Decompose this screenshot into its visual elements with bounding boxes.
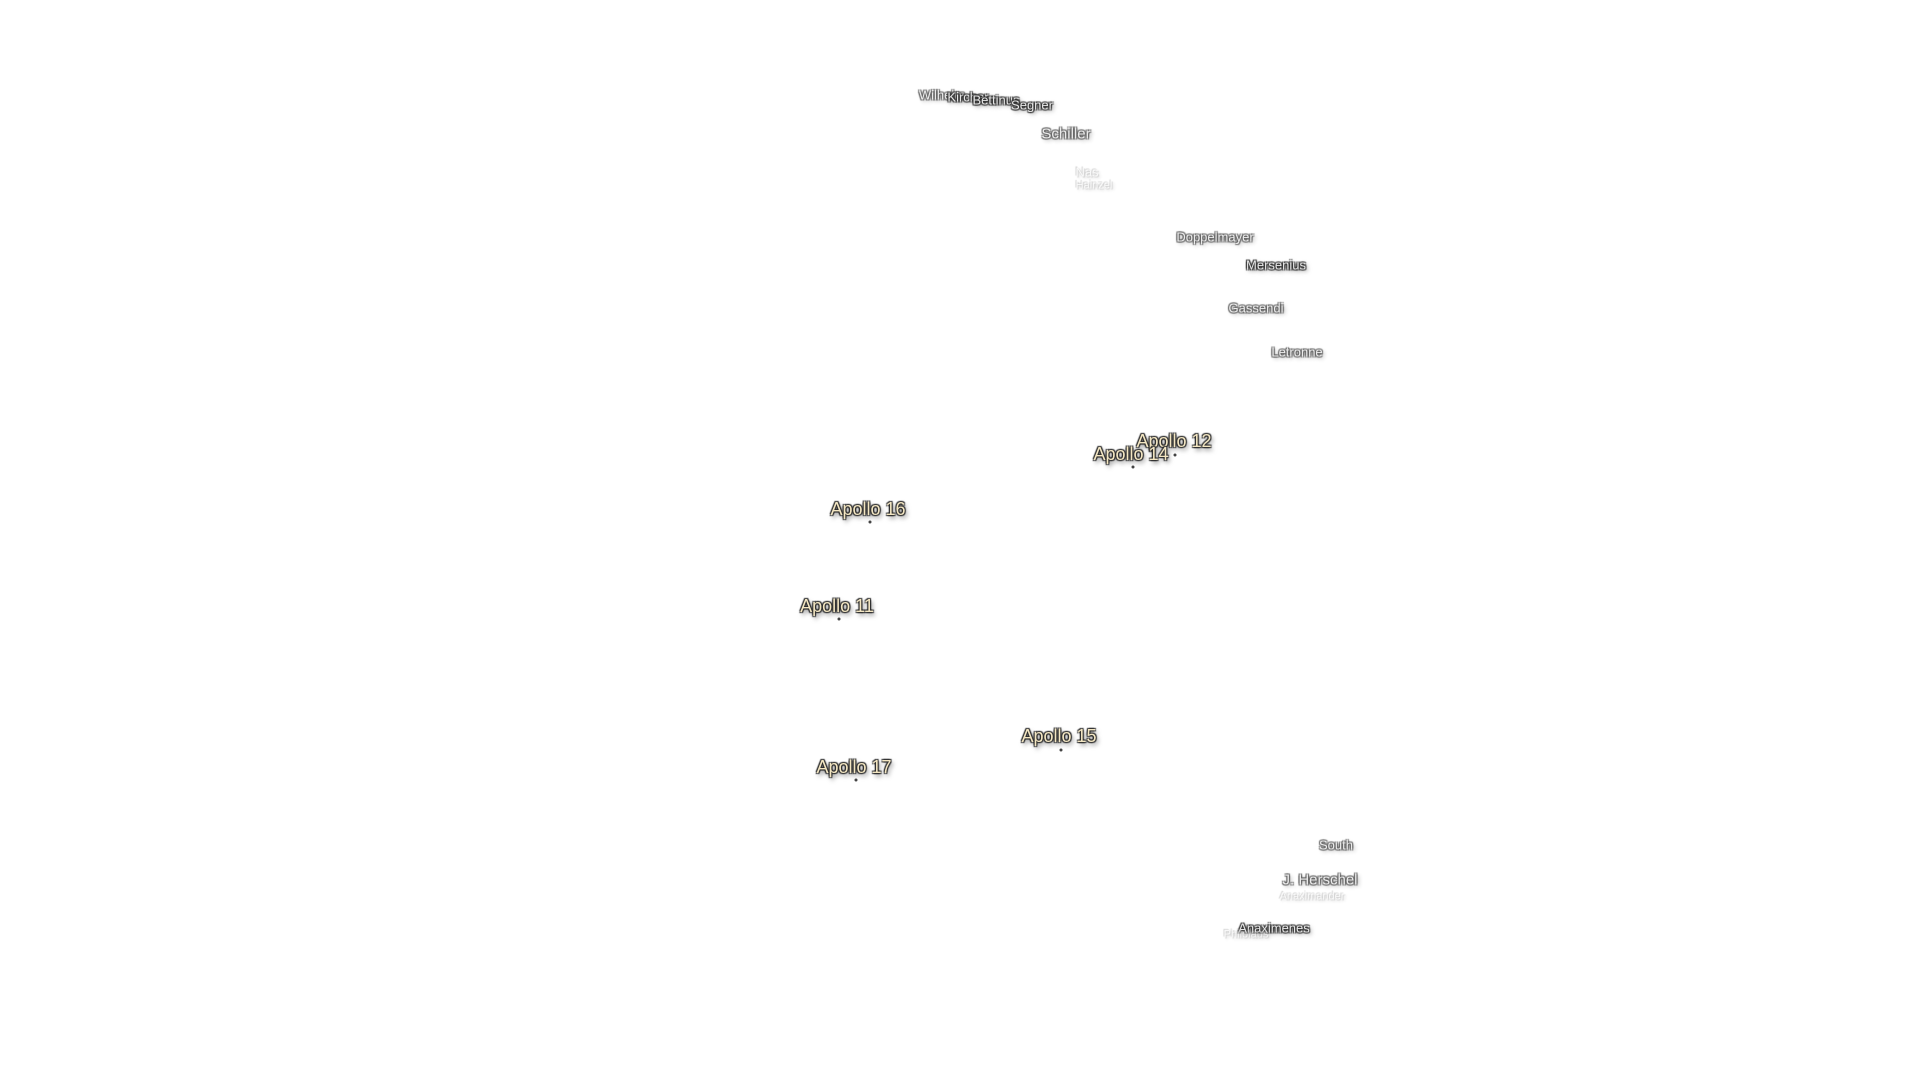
crater-label-anaximenes: Anaximenes bbox=[1238, 920, 1310, 936]
crater-label-schiller: Schiller bbox=[1041, 125, 1091, 143]
crater-label-nasmyth: Nas bbox=[1075, 164, 1099, 180]
crater-label-doppelmayer: Doppelmayer bbox=[1176, 229, 1254, 245]
landing-site-marker-apollo-12[interactable] bbox=[1173, 453, 1177, 457]
crater-label-gassendi: Gassendi bbox=[1228, 300, 1284, 316]
landing-site-marker-apollo-14[interactable] bbox=[1131, 465, 1135, 469]
landing-site-label-apollo-15[interactable]: Apollo 15 bbox=[1021, 726, 1097, 746]
crater-label-kircher: Kircher bbox=[947, 89, 989, 105]
crater-label-segner: Segner bbox=[1011, 97, 1053, 113]
crater-label-j-herschel: J. Herschel bbox=[1282, 871, 1358, 889]
landing-site-label-apollo-11[interactable]: Apollo 11 bbox=[800, 596, 874, 616]
landing-site-label-apollo-16[interactable]: Apollo 16 bbox=[830, 499, 906, 519]
landing-site-marker-apollo-15[interactable] bbox=[1059, 748, 1063, 752]
crater-label-philolaus: Philolaus bbox=[1223, 928, 1269, 941]
landing-site-label-apollo-12[interactable]: Apollo 12 bbox=[1136, 431, 1212, 451]
landing-site-marker-apollo-16[interactable] bbox=[868, 520, 872, 524]
landing-site-marker-apollo-11[interactable] bbox=[837, 617, 841, 621]
crater-label-bettinus: Bettinus bbox=[972, 92, 1020, 108]
crater-label-anaximander: Anaximander bbox=[1279, 890, 1345, 903]
crater-label-wilhelm: Wilhelm bbox=[918, 87, 966, 103]
landing-site-label-apollo-14[interactable]: Apollo 14 bbox=[1093, 444, 1169, 464]
landing-site-label-apollo-17[interactable]: Apollo 17 bbox=[816, 757, 892, 777]
crater-label-south: South bbox=[1319, 837, 1353, 853]
landing-site-marker-apollo-17[interactable] bbox=[854, 778, 858, 782]
crater-label-letronne: Letronne bbox=[1271, 344, 1323, 360]
crater-label-hainzel: Hainzel bbox=[1075, 179, 1113, 192]
crater-label-mersenius: Mersenius bbox=[1246, 257, 1306, 273]
